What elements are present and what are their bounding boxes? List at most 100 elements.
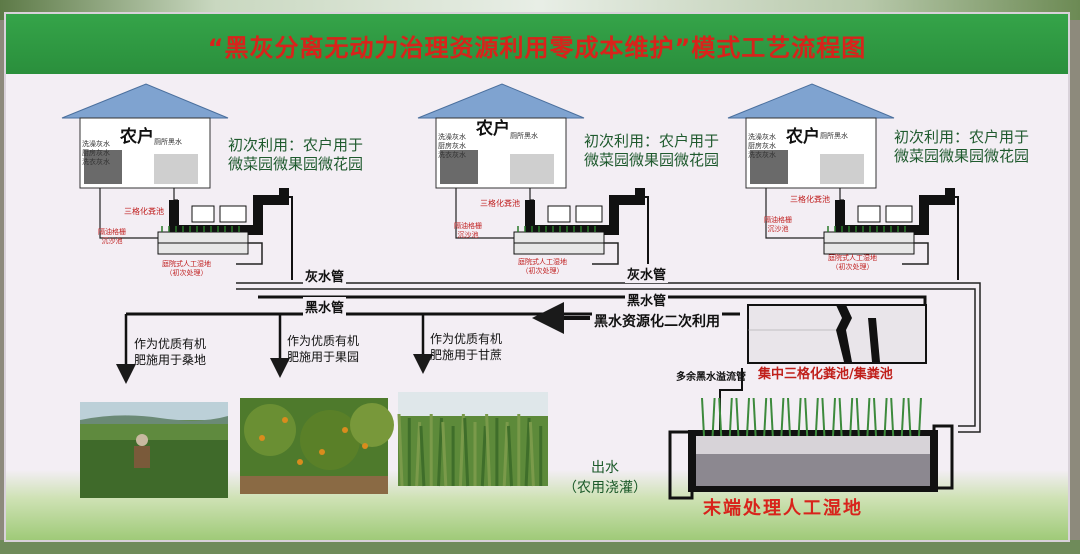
septic-label: 三格化粪池 xyxy=(790,195,830,204)
house-outlet xyxy=(902,242,929,265)
house-outlet xyxy=(236,242,263,265)
house-title: 农户 xyxy=(786,127,820,147)
reed xyxy=(797,397,802,437)
sugarcane-stalk xyxy=(528,421,535,487)
sugarcane-stalk xyxy=(485,413,492,487)
house-roof xyxy=(727,83,895,119)
household-unit xyxy=(61,83,293,280)
photo-orchard xyxy=(240,398,394,494)
photo-sugarcane xyxy=(397,392,548,487)
sugarcane-stalk xyxy=(507,425,513,487)
reed xyxy=(769,397,774,437)
reed xyxy=(883,397,888,437)
reed xyxy=(821,397,826,437)
grey-water-pipe-inner xyxy=(236,288,976,427)
reed xyxy=(735,397,740,437)
central-tank-label: 集中三格化粪池/集粪池 xyxy=(758,367,893,382)
reed xyxy=(890,397,895,437)
house-roof xyxy=(61,83,229,119)
greywater-tag: 洗澡灰水 厨房灰水 洗衣灰水 xyxy=(438,133,466,159)
septic-outlet xyxy=(283,188,293,280)
wetland-plants xyxy=(161,226,240,232)
reed xyxy=(849,397,854,437)
reed xyxy=(701,397,705,437)
wetland-reeds xyxy=(701,397,922,437)
terminal-wetland xyxy=(668,424,954,500)
reed xyxy=(728,397,733,437)
blackwater-tag: 厕所黑水 xyxy=(820,132,848,140)
reed xyxy=(873,397,877,437)
reed xyxy=(866,397,871,437)
sugarcane-stalk xyxy=(441,421,448,487)
reuse-label: 黑水资源化二次利用 xyxy=(592,311,722,331)
grease-trap-label: 隔油格栅 沉沙池 xyxy=(454,222,482,239)
sugarcane-stalk xyxy=(419,425,426,487)
first-use-text: 初次利用：农户用于 微菜园微果园微花园 xyxy=(584,132,720,169)
septic-label: 三格化粪池 xyxy=(124,207,164,216)
blackwater-tag: 厕所黑水 xyxy=(154,138,182,146)
sugarcane-stalk xyxy=(437,417,443,487)
grey-pipe-label-1: 灰水管 xyxy=(303,266,347,285)
grease-trap-label: 隔油格栅 沉沙池 xyxy=(98,228,126,245)
reed xyxy=(814,397,819,437)
septic-label: 三格化粪池 xyxy=(480,199,520,208)
house-roof xyxy=(417,83,585,119)
toilet-photo xyxy=(510,154,554,184)
reed xyxy=(718,397,723,437)
sugarcane-stalk xyxy=(415,421,422,487)
fertilizer-mulberry: 作为优质有机 肥施用于桑地 xyxy=(134,337,207,367)
household-unit xyxy=(417,83,649,280)
black-pipe-label-1: 黑水管 xyxy=(303,297,347,316)
house-title: 农户 xyxy=(120,127,154,147)
wetland-plants xyxy=(517,226,596,232)
overflow-pipe-label: 多余黑水溢流管 xyxy=(676,372,746,383)
reed xyxy=(752,397,757,437)
greywater-tag: 洗澡灰水 厨房灰水 洗衣灰水 xyxy=(82,140,110,166)
fertilizer-orchard: 作为优质有机 肥施用于果园 xyxy=(287,334,360,364)
reed xyxy=(746,397,750,437)
courtyard-wetland-label: 庭院式人工湿地 （初次处理） xyxy=(518,258,567,275)
house-outlet xyxy=(592,242,619,265)
bathroom-photo xyxy=(440,150,478,184)
septic-outlet xyxy=(949,188,959,280)
black-water-pipe xyxy=(258,295,927,305)
sugarcane-stalk xyxy=(458,413,465,487)
reed xyxy=(787,397,791,437)
blackwater-tag: 厕所黑水 xyxy=(510,132,538,140)
board-frame-right xyxy=(1070,20,1080,540)
sugarcane-stalk xyxy=(397,413,404,487)
sugarcane-stalk xyxy=(463,417,470,487)
reed xyxy=(780,397,785,437)
grease-trap-label: 隔油格栅 沉沙池 xyxy=(764,216,792,233)
household-unit xyxy=(727,83,959,280)
reed xyxy=(855,397,860,437)
reed xyxy=(763,397,768,437)
fertilizer-sugarcane: 作为优质有机 肥施用于甘蔗 xyxy=(430,332,503,362)
reed xyxy=(907,397,912,437)
sugarcane-stalk xyxy=(524,417,531,487)
toilet-photo xyxy=(154,154,198,184)
first-use-text: 初次利用：农户用于 微菜园微果园微花园 xyxy=(894,128,1030,165)
greywater-tag: 洗澡灰水 厨房灰水 洗衣灰水 xyxy=(748,133,776,159)
terminal-wetland-label: 末端处理人工湿地 xyxy=(703,498,863,519)
reed xyxy=(900,397,905,437)
wetland-plants xyxy=(827,226,906,232)
septic-outlet xyxy=(639,188,649,280)
black-pipe-label-2: 黑水管 xyxy=(625,290,669,309)
reed xyxy=(838,397,843,437)
outflow-label: 出水 （农用浇灌） xyxy=(563,460,647,496)
photo-mulberry-field xyxy=(80,402,228,498)
bathroom-photo xyxy=(84,150,122,184)
diagram-title: “黑灰分离无动力治理资源利用零成本维护”模式工艺流程图 xyxy=(207,34,867,62)
grey-pipe-label-2: 灰水管 xyxy=(625,264,669,283)
sugarcane-stalk xyxy=(480,425,487,487)
reed xyxy=(711,397,716,437)
first-use-text: 初次利用：农户用于 微菜园微果园微花园 xyxy=(228,136,364,173)
reed xyxy=(918,397,922,437)
bathroom-photo xyxy=(750,150,788,184)
sugarcane-stalk xyxy=(502,421,509,487)
courtyard-wetland-label: 庭院式人工湿地 （初次处理） xyxy=(828,254,877,271)
house-title: 农户 xyxy=(476,119,510,139)
grey-water-pipe xyxy=(236,282,981,433)
